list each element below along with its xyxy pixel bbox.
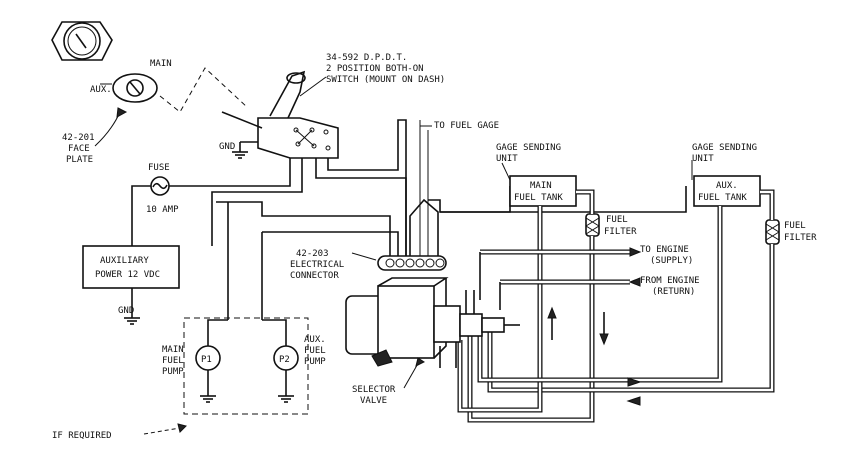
svg-text:GAGE SENDING: GAGE SENDING <box>496 143 561 153</box>
svg-text:34-592 D.P.D.T.: 34-592 D.P.D.T. <box>326 53 407 63</box>
svg-text:ELECTRICAL: ELECTRICAL <box>290 260 344 270</box>
label-filter-2-b: FILTER <box>784 233 817 243</box>
switch-label-leader <box>299 76 327 97</box>
svg-text:AUX.: AUX. <box>304 335 326 345</box>
svg-text:42-203: 42-203 <box>296 249 329 259</box>
switch-label: 34-592 D.P.D.T. 2 POSITION BOTH-ON SWITC… <box>326 53 445 85</box>
face-plate-selector-knob <box>100 73 158 103</box>
selector-valve-arrow <box>415 357 425 367</box>
label-to-fuel-gage: TO FUEL GAGE <box>434 121 499 131</box>
if-required-arrow <box>177 423 187 433</box>
dpdt-switch <box>221 70 339 159</box>
svg-text:UNIT: UNIT <box>692 154 714 164</box>
svg-text:FACE: FACE <box>68 144 90 154</box>
svg-text:PUMP: PUMP <box>304 357 326 367</box>
label-from-engine: FROM ENGINE <box>640 276 700 286</box>
label-aux-knob: AUX. <box>90 85 112 95</box>
main-fuel-pump-label: MAIN FUEL PUMP <box>162 345 184 377</box>
face-plate-label: 42-201 FACE PLATE <box>62 133 95 165</box>
label-main-knob: MAIN <box>150 59 172 69</box>
svg-text:SWITCH (MOUNT ON DASH): SWITCH (MOUNT ON DASH) <box>326 75 445 85</box>
label-aux-tank-2: FUEL TANK <box>698 193 747 203</box>
main-fuel-filter <box>585 213 600 237</box>
svg-text:2 POSITION BOTH-ON: 2 POSITION BOTH-ON <box>326 64 424 74</box>
wire-aux-gage-sender <box>440 186 687 213</box>
label-if-required: IF REQUIRED <box>52 431 112 441</box>
fuel-gauge <box>51 21 113 61</box>
label-power-12vdc: POWER 12 VDC <box>95 270 160 280</box>
wire-main-gage-sender <box>428 186 511 213</box>
flow-arrows <box>547 247 642 406</box>
switch-ground-symbol <box>232 141 258 159</box>
label-to-engine: TO ENGINE <box>640 245 689 255</box>
fuel-lines <box>457 189 775 423</box>
svg-text:PUMP: PUMP <box>162 367 184 377</box>
svg-text:FUEL: FUEL <box>304 346 326 356</box>
label-return: (RETURN) <box>652 287 695 297</box>
svg-text:PLATE: PLATE <box>66 155 93 165</box>
main-fuel-tank <box>509 175 577 207</box>
wire-to-aux-pump <box>262 319 287 346</box>
connector-leader <box>351 252 377 261</box>
switch-wiring <box>211 119 439 320</box>
svg-text:MAIN: MAIN <box>162 345 184 355</box>
svg-text:SELECTOR: SELECTOR <box>352 385 396 395</box>
selector-valve-label: SELECTOR VALVE <box>352 385 396 406</box>
label-p2: P2 <box>279 355 290 365</box>
label-filter-1-a: FUEL <box>606 215 628 225</box>
svg-text:UNIT: UNIT <box>496 154 518 164</box>
main-gage-sending-label: GAGE SENDING UNIT <box>496 143 561 164</box>
face-plate-leader <box>94 111 121 147</box>
if-required-boundary <box>183 317 309 415</box>
wire-to-main-pump <box>207 319 228 346</box>
electrical-connector <box>377 255 447 271</box>
label-supply: (SUPPLY) <box>650 256 693 266</box>
aux-fuel-tank <box>693 175 761 207</box>
label-filter-2-a: FUEL <box>784 221 806 231</box>
label-auxiliary: AUXILIARY <box>100 256 149 266</box>
knob-switch-link <box>159 67 249 113</box>
power-ground-symbol <box>124 288 140 325</box>
pump-grounds <box>200 370 294 403</box>
label-10-amp: 10 AMP <box>146 205 179 215</box>
face-plate-arrow <box>116 107 128 118</box>
selector-valve <box>345 277 520 368</box>
label-power-gnd: GND <box>118 306 134 316</box>
connector-label: 42-203 ELECTRICAL CONNECTOR <box>290 249 344 281</box>
label-fuse: FUSE <box>148 163 170 173</box>
svg-text:42-201: 42-201 <box>62 133 95 143</box>
label-p1: P1 <box>201 355 212 365</box>
label-main-tank-1: MAIN <box>530 181 552 191</box>
aux-gage-sending-label: GAGE SENDING UNIT <box>692 143 757 164</box>
main-gage-leader <box>501 162 511 181</box>
if-required-leader <box>143 427 181 435</box>
svg-text:CONNECTOR: CONNECTOR <box>290 271 339 281</box>
wire-fuse-to-switch <box>169 158 291 187</box>
auxiliary-power-box <box>82 245 180 289</box>
label-switch-gnd: GND <box>219 142 235 152</box>
svg-text:FUEL: FUEL <box>162 356 184 366</box>
label-aux-tank-1: AUX. <box>716 181 738 191</box>
aux-fuel-pump-label: AUX. FUEL PUMP <box>304 335 326 367</box>
wire-fuse-to-power <box>131 185 151 246</box>
svg-text:GAGE SENDING: GAGE SENDING <box>692 143 757 153</box>
aux-fuel-filter <box>765 219 780 245</box>
svg-text:VALVE: VALVE <box>360 396 387 406</box>
label-filter-1-b: FILTER <box>604 227 637 237</box>
label-main-tank-2: FUEL TANK <box>514 193 563 203</box>
